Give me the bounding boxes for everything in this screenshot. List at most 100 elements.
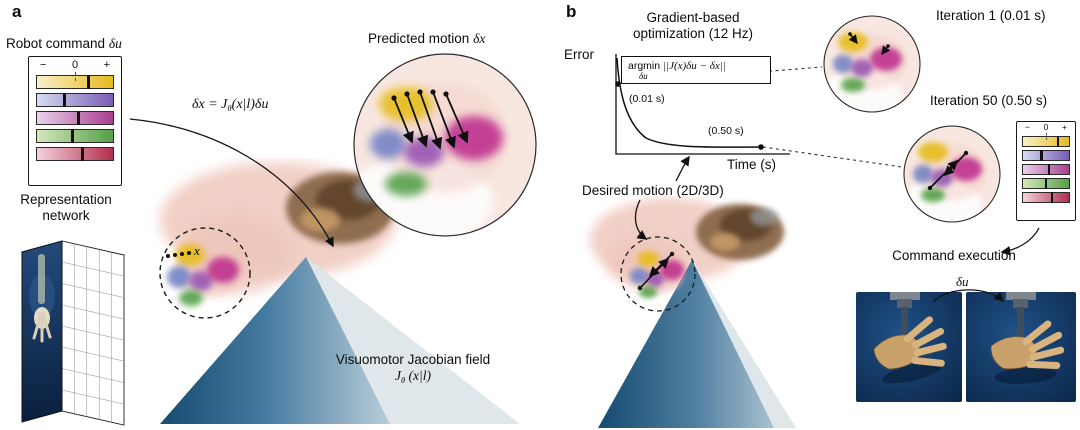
iteration1-content bbox=[824, 16, 920, 112]
predicted-motion-magnifier bbox=[353, 53, 537, 237]
robot-photo-content bbox=[29, 254, 55, 343]
predicted-motion-label: Predicted motion δx bbox=[368, 31, 485, 47]
iteration1-label: Iteration 1 (0.01 s) bbox=[936, 8, 1046, 23]
objective-expression: ||J(x)δu − δx|| bbox=[663, 60, 726, 72]
legend-scale-labels: − 0 + bbox=[36, 59, 114, 71]
command-tick bbox=[62, 93, 66, 108]
jacobian-equation: δx = Jθ(x|l)δu bbox=[192, 96, 268, 114]
optimization-plot bbox=[615, 54, 790, 155]
query-point-dots bbox=[166, 251, 191, 258]
iteration50-border bbox=[903, 125, 1001, 223]
execution-photo-before bbox=[856, 292, 962, 402]
caption-args: (x|l) bbox=[405, 368, 431, 384]
table-surface bbox=[598, 260, 796, 428]
command-execution-label: Command execution bbox=[892, 248, 1016, 263]
equation-lhs: δx = J bbox=[192, 97, 228, 112]
command-bar-4 bbox=[36, 129, 114, 144]
command-tick bbox=[1040, 149, 1043, 161]
argmin-objective-box: argmin ||J(x)δu − δx|| δu bbox=[621, 56, 771, 84]
magnifier-border bbox=[353, 53, 537, 237]
command-bar-2 bbox=[36, 93, 114, 108]
jacobian-field-caption: Visuomotor Jacobian field Jθ (x|l) bbox=[328, 352, 498, 387]
optimization-title-line2: optimization (12 Hz) bbox=[632, 26, 754, 42]
robot-hand-photo-2 bbox=[966, 292, 1076, 402]
command-bar-2 bbox=[1022, 149, 1070, 161]
command-legend-small: − 0 + bbox=[1016, 121, 1076, 221]
iteration1-border bbox=[823, 15, 921, 113]
gripper-mount bbox=[1006, 292, 1036, 337]
magnifier-content bbox=[354, 54, 536, 236]
background-blobs bbox=[590, 198, 784, 288]
optimization-title: Gradient-based optimization (12 Hz) bbox=[597, 10, 789, 43]
command-du-label: δu bbox=[956, 274, 969, 289]
panel-a-label: a bbox=[12, 2, 22, 21]
legend-plus: + bbox=[1062, 122, 1067, 132]
equation-rhs: (x|l)δu bbox=[231, 97, 269, 112]
jacobian-blobs bbox=[167, 244, 242, 306]
command-tick bbox=[1044, 178, 1047, 190]
command-tick bbox=[87, 75, 91, 90]
argmin-subscript: δu bbox=[639, 71, 648, 81]
iteration50-content bbox=[904, 126, 1000, 222]
arrow-origin-dots bbox=[391, 89, 449, 101]
command-tick bbox=[71, 129, 75, 144]
arrow-origin-dots bbox=[637, 251, 675, 291]
robot-hand-photo-1 bbox=[856, 292, 962, 402]
gripper-mount bbox=[890, 292, 920, 335]
predicted-motion-text: Predicted motion bbox=[368, 31, 474, 46]
command-tick bbox=[1057, 135, 1060, 147]
query-point-x-label: x bbox=[194, 243, 200, 258]
legend-minus: − bbox=[40, 59, 47, 71]
legend-zero-dashline bbox=[75, 72, 76, 81]
legend-minus: − bbox=[1025, 122, 1030, 132]
caption-line2: Jθ (x|l) bbox=[328, 368, 498, 386]
execution-photo-after bbox=[966, 292, 1076, 402]
command-bar-5 bbox=[1022, 192, 1070, 204]
caption-line1: Visuomotor Jacobian field bbox=[335, 352, 491, 367]
iteration50-arrows bbox=[929, 152, 967, 189]
legend-scale-labels: − 0 + bbox=[1022, 122, 1070, 132]
representation-network-label: Representation network bbox=[20, 192, 112, 224]
time-axis-label: Time (s) bbox=[727, 157, 776, 172]
legend-zero: 0 bbox=[1043, 122, 1049, 132]
legend-plus: + bbox=[103, 59, 110, 71]
time-start-annotation: (0.01 s) bbox=[629, 93, 665, 105]
roi-dashed-circle bbox=[620, 236, 696, 312]
predicted-motion-math: δx bbox=[473, 31, 486, 46]
legend-zero: 0 bbox=[71, 59, 79, 71]
command-tick bbox=[81, 147, 85, 162]
plot-axes bbox=[615, 54, 790, 155]
equation-subscript: θ bbox=[227, 103, 232, 114]
command-tick bbox=[1048, 163, 1051, 175]
command-bar-4 bbox=[1022, 178, 1070, 190]
robot-command-title-math: δu bbox=[108, 36, 122, 51]
caption-subscript: θ bbox=[401, 376, 406, 386]
panel-b-label: b bbox=[566, 2, 577, 21]
time-end-annotation: (0.50 s) bbox=[708, 125, 744, 137]
legend-zero-dashline bbox=[1046, 133, 1047, 140]
robot-command-title-text: Robot command bbox=[6, 36, 109, 51]
predicted-motion-arrows bbox=[393, 91, 469, 150]
feature-grid bbox=[61, 240, 125, 426]
iteration50-point bbox=[758, 144, 764, 150]
robot-hand bbox=[990, 320, 1065, 384]
desired-motion-arrows bbox=[639, 253, 673, 289]
command-bar-3 bbox=[1022, 163, 1070, 175]
robot-command-legend: − 0 + bbox=[28, 56, 122, 186]
command-bar-5 bbox=[36, 147, 114, 162]
scene-b bbox=[590, 198, 796, 428]
command-tick bbox=[76, 111, 80, 126]
optimization-title-line1: Gradient-based bbox=[646, 10, 740, 25]
table-surface bbox=[160, 257, 520, 424]
desired-motion-label: Desired motion (2D/3D) bbox=[582, 183, 724, 198]
command-tick bbox=[1050, 192, 1053, 204]
robot-hand bbox=[873, 316, 947, 384]
error-curve bbox=[616, 57, 765, 148]
error-axis-label: Error bbox=[564, 47, 594, 62]
iteration50-circle bbox=[903, 125, 1001, 223]
iteration1-circle bbox=[823, 15, 921, 113]
iteration1-point bbox=[615, 81, 621, 87]
command-bar-3 bbox=[36, 111, 114, 126]
caption-j: J bbox=[395, 368, 402, 384]
